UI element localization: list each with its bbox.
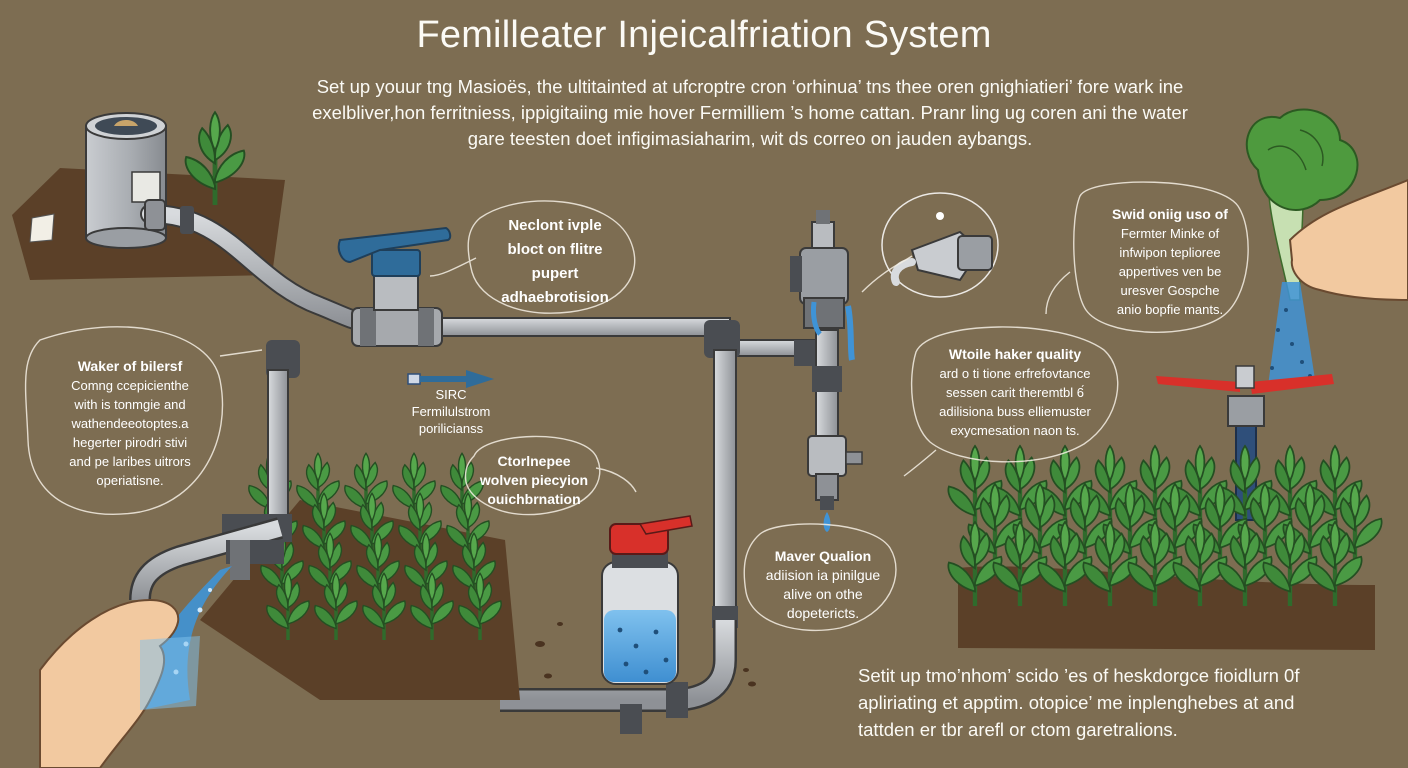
- fertilizer-tank: [85, 112, 167, 249]
- callout-water-line: sessen carit theremtbl 6́: [945, 385, 1084, 400]
- callout-valve-line: bloct on flitre: [507, 241, 603, 258]
- fertilizer-bottle: [601, 515, 693, 685]
- callout-valve-line: pupert: [531, 265, 579, 282]
- arrow-tag-icon: [407, 370, 494, 388]
- shutoff-valve: [337, 226, 452, 347]
- callout-bubble-quality: [743, 523, 897, 632]
- callout-tag-line: SIRC: [435, 387, 467, 402]
- vertical-pipe-left: [267, 369, 289, 521]
- outro-line: Setit up tmo’nhom’ scido ’es of heskdorg…: [858, 665, 1300, 686]
- paper-tag: [29, 213, 55, 243]
- callout-tag: SIRC Fermilulstrom porilicianss: [396, 386, 506, 437]
- callout-water-line: adilisiona buss elliemuster: [939, 404, 1091, 419]
- outro-paragraph: Setit up tmo’nhom’ scido ’es of heskdorg…: [858, 662, 1378, 743]
- callout-left-line: and pe laribes uitrors: [69, 454, 191, 469]
- water-spray-right: [1268, 282, 1316, 386]
- callout-quality-heading: Maver Qualion: [774, 548, 872, 564]
- faucet-illustration: [881, 192, 999, 298]
- callout-right-line: Fermter Minke of: [1120, 226, 1220, 241]
- intro-line: gare teesten doet infigimasiaharim, wit …: [467, 128, 1033, 149]
- vertical-pipe-center: [713, 349, 737, 621]
- callout-left-heading: Waker of bilersf: [77, 358, 183, 374]
- callout-bottle-line: wolven piecyion: [479, 472, 589, 488]
- glass-left: [140, 636, 200, 710]
- callout-right-line: uresver Gospche: [1120, 283, 1220, 298]
- callout-right-line: infwipon teplioree: [1119, 245, 1221, 260]
- callout-bubble-bottle: [464, 435, 601, 516]
- callout-tag-line: Fermilulstrom: [411, 404, 491, 419]
- callout-valve-line: Neclont ivple: [508, 217, 602, 234]
- callout-tag-line: porilicianss: [418, 421, 484, 436]
- intro-line: exelbliver,hon ferritniess, ippigitaiing…: [312, 102, 1188, 123]
- callout-water-heading: Wtoile haker quality: [948, 346, 1082, 362]
- pipe-joint: [180, 206, 194, 234]
- callout-bubble-right: [1073, 181, 1249, 333]
- callout-quality: Maver Qualion adiision ia pinilgue alive…: [752, 546, 894, 623]
- callout-water-line: exycmesation naon ts.: [950, 423, 1080, 438]
- callout-left-line: hegerter pirodri stivi: [72, 435, 188, 450]
- callout-left-line: with is tonmgie and: [74, 397, 186, 412]
- callout-left-line: Comng ccepicienthe: [71, 378, 189, 393]
- outro-line: apliriating et apptim. otopice’ me inple…: [858, 692, 1295, 713]
- callout-valve-line: adhaebrotision: [501, 289, 609, 306]
- page-title: Femilleater Injeicalfriation System: [416, 14, 992, 56]
- callout-bubble-left: [24, 326, 224, 516]
- callout-quality-line: dopetericts.: [786, 605, 860, 621]
- callout-right: Swid oniig uso of Fermter Minke of infwi…: [1090, 204, 1250, 319]
- hand-right: [1288, 178, 1408, 302]
- callout-right-line: anio bopfie mants.: [1116, 302, 1224, 317]
- callout-right-heading: Swid oniig uso of: [1112, 206, 1228, 222]
- callout-left-line: wathendeeotoptes.a: [71, 416, 189, 431]
- callout-water: Wtoile haker quality ard o ti tione erfr…: [920, 344, 1110, 440]
- callout-bottle-line: Ctorlnepee: [497, 453, 571, 469]
- callout-bubble-valve: [467, 200, 636, 314]
- callout-water-line: ard o ti tione erfrefovtance: [939, 366, 1091, 381]
- callout-right-line: appertives ven be: [1118, 264, 1222, 279]
- callout-valve: Neclont ivple bloct on flitre pupert adh…: [480, 214, 630, 310]
- callout-bottle-line: ouichbrnation: [487, 491, 581, 507]
- callout-quality-line: alive on othe: [783, 586, 863, 602]
- callout-bottle: Ctorlnepee wolven piecyion ouichbrnation: [474, 452, 594, 509]
- callout-left-line: operiatisne.: [96, 473, 164, 488]
- intro-line: Set up youur tng Masioës, the ultitainte…: [316, 76, 1184, 97]
- outro-line: tattden er tbr arefl or ctom garetralion…: [858, 719, 1178, 740]
- callout-bubble-water: [910, 326, 1119, 463]
- intro-paragraph: Set up youur tng Masioës, the ultitainte…: [250, 74, 1250, 152]
- callout-quality-line: adiision ia pinilgue: [765, 567, 881, 583]
- callout-left: Waker of bilersf Comng ccepicienthe with…: [40, 356, 220, 490]
- plant-row-right: [948, 446, 1381, 606]
- fertilizer-injector: [790, 210, 863, 532]
